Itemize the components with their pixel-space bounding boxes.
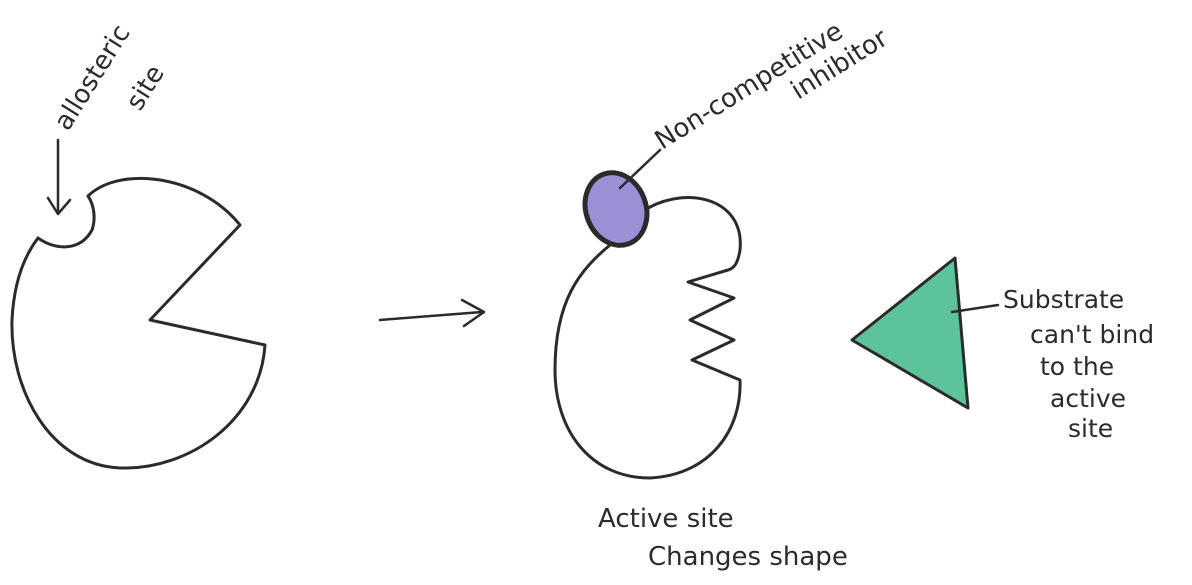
substrate-triangle xyxy=(852,258,968,408)
substrate-label-line3: to the xyxy=(1040,352,1114,381)
substrate-label-line5: site xyxy=(1068,414,1113,443)
allosteric-label-line1: allosteric xyxy=(48,20,136,136)
enzyme-normal xyxy=(12,178,265,468)
allosteric-label-line2: site xyxy=(120,60,170,116)
active-site-caption-line2: Changes shape xyxy=(648,542,848,572)
substrate-label-line2: can't bind xyxy=(1030,320,1154,349)
enzyme-changed xyxy=(555,197,740,478)
transition-arrow xyxy=(380,312,482,320)
active-site-caption-line1: Active site xyxy=(598,504,734,534)
substrate-label-line4: active xyxy=(1050,384,1126,413)
inhibitor-pointer-line xyxy=(620,150,660,188)
substrate-label-line1: Substrate xyxy=(1003,285,1124,314)
inhibitor-oval xyxy=(575,164,657,254)
